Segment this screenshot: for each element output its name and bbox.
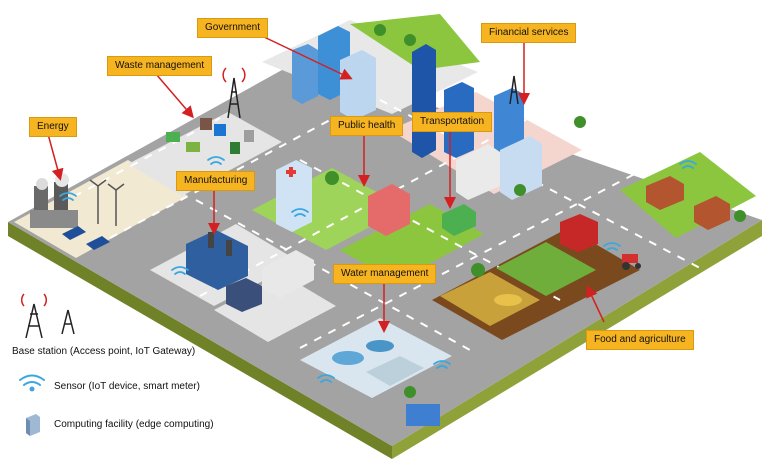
factory-yard	[214, 274, 336, 342]
energy-block	[14, 160, 188, 258]
label-transportation: Transportation	[412, 112, 493, 132]
solar-panel-icon	[62, 226, 110, 250]
waste-block	[128, 112, 282, 196]
waste-containers	[166, 118, 254, 154]
legend-sensor-text: Sensor (IoT device, smart meter)	[54, 381, 200, 392]
farm	[440, 214, 598, 326]
label-government: Government	[197, 18, 269, 38]
label-water-management: Water management	[333, 264, 437, 284]
label-waste-management: Waste management	[107, 56, 213, 76]
label-public-health: Public health	[330, 116, 404, 136]
legend-computing-text: Computing facility (edge computing)	[54, 419, 214, 430]
wind-turbine-icon	[89, 179, 125, 226]
sensor-icon	[59, 156, 697, 383]
label-energy: Energy	[29, 117, 77, 137]
legend-sensor-icon	[19, 374, 45, 392]
water-treatment	[332, 340, 440, 426]
residential-block	[620, 152, 756, 238]
power-plant	[30, 173, 78, 228]
legend-base-station-icon	[20, 293, 75, 339]
legend-base-station-text: Base station (Access point, IoT Gateway)	[12, 346, 196, 357]
tractor-icon	[622, 254, 641, 270]
base-station-icon	[222, 67, 519, 119]
label-food-agriculture: Food and agriculture	[586, 330, 694, 350]
bus-icon	[442, 204, 476, 236]
factory-icon	[186, 230, 314, 312]
legend-computing-facility-icon	[26, 414, 40, 436]
label-arrows	[47, 35, 605, 333]
label-manufacturing: Manufacturing	[176, 171, 256, 191]
houses	[646, 176, 730, 230]
water-block	[300, 318, 452, 398]
trees	[325, 24, 746, 398]
label-financial-services: Financial services	[481, 23, 577, 43]
